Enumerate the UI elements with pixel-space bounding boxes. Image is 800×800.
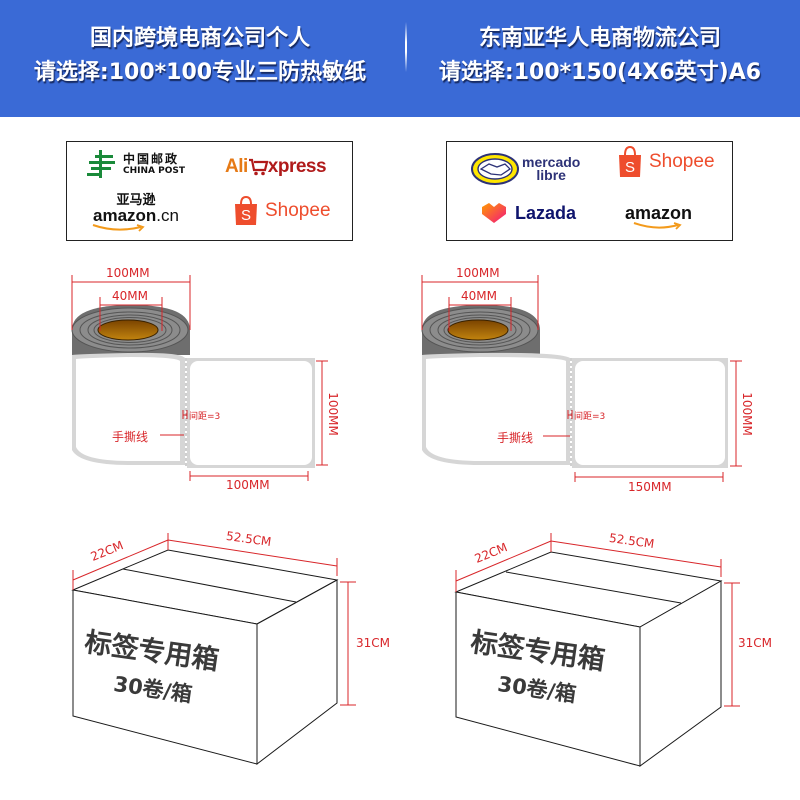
core-diameter-label: 40MM — [461, 289, 497, 303]
lazada-heart-icon — [482, 203, 506, 223]
gap-label: 间距=3 — [189, 412, 221, 422]
logo-box-southeast-asia: mercado libre S Shopee Lazada amazon — [446, 141, 733, 241]
amazon-smile-icon — [633, 222, 682, 230]
logo-box-domestic: 中国邮政 CHINA POST Ali xpress 亚马逊 amazon.cn… — [66, 141, 353, 241]
logo-shopee-right: S Shopee — [617, 146, 715, 178]
header-right-subtitle: 请选择:100*150(4X6英寸)A6 — [438, 60, 762, 85]
logo-china-post: 中国邮政 CHINA POST — [87, 150, 185, 178]
mercado-line2: libre — [536, 167, 566, 183]
logo-shopee-left: S Shopee — [233, 196, 331, 226]
extended-label — [190, 361, 312, 465]
header-left: 国内跨境电商公司个人 请选择:100*100专业三防热敏纸 — [0, 22, 400, 90]
shipping-box-left: 22CM 52.5CM 31CM 标签专用箱 30卷/箱 — [60, 520, 400, 790]
header-right: 东南亚华人电商物流公司 请选择:100*150(4X6英寸)A6 — [400, 22, 800, 90]
header-divider — [405, 22, 407, 72]
logo-aliexpress: Ali xpress — [225, 156, 327, 178]
box-dimension-lines — [455, 533, 740, 707]
shipping-box-right: 22CM 52.5CM 31CM 标签专用箱 30卷/箱 — [440, 520, 790, 790]
header-banner: 国内跨境电商公司个人 请选择:100*100专业三防热敏纸 东南亚华人电商物流公… — [0, 0, 800, 117]
shopee-text: Shopee — [649, 151, 715, 172]
box-outline — [454, 551, 723, 767]
amazon-smile-icon — [92, 224, 145, 232]
roll-label — [426, 357, 566, 461]
shopee-text: Shopee — [265, 200, 331, 221]
china-post-cn: 中国邮政 — [123, 151, 180, 166]
roll-diagram-100x150: 100MM 40MM 间距=3 手撕线 150MM 100MM — [410, 255, 770, 505]
roll-width-label: 100MM — [106, 266, 150, 280]
logo-amazon-cn: 亚马逊 amazon.cn — [92, 193, 179, 232]
logo-mercado-libre: mercado libre — [471, 153, 580, 185]
svg-text:S: S — [241, 207, 251, 224]
roll-core — [97, 319, 159, 341]
header-right-title: 东南亚华人电商物流公司 — [478, 26, 721, 51]
shopee-bag-icon: S — [619, 146, 641, 177]
label-height-label: 100MM — [325, 392, 340, 436]
label-height-label: 100MM — [739, 392, 754, 436]
amazon-text: amazon — [625, 203, 693, 223]
china-post-icon — [87, 150, 115, 178]
logo-amazon: amazon — [625, 204, 692, 230]
header-left-title: 国内跨境电商公司个人 — [89, 26, 310, 51]
mercado-line1: mercado — [522, 154, 581, 170]
lazada-text: Lazada — [515, 202, 577, 223]
dimension-lines — [71, 275, 328, 481]
box-height-label: 31CM — [738, 636, 773, 650]
core-diameter-label: 40MM — [112, 289, 148, 303]
svg-text:S: S — [625, 159, 635, 176]
amazon-cn-word: amazon — [93, 206, 157, 225]
amazon-cn-chinese: 亚马逊 — [116, 193, 156, 208]
header-left-subtitle: 请选择:100*100专业三防热敏纸 — [33, 60, 367, 85]
shopping-cart-icon — [248, 158, 268, 176]
shopee-bag-icon: S — [235, 196, 257, 225]
roll-core — [447, 319, 509, 341]
box-dimension-lines — [72, 533, 356, 706]
tear-line-label: 手撕线 — [497, 431, 534, 445]
extended-label — [575, 361, 725, 465]
amazon-cn-tld: .cn — [156, 206, 179, 225]
box-outline — [71, 549, 339, 766]
gap-label: 间距=3 — [574, 412, 606, 422]
roll-diagram-100x100: 100MM 40MM 间距=3 手撕线 100MM 100MM — [60, 255, 360, 505]
logo-lazada: Lazada — [481, 202, 576, 224]
aliexpress-suffix: xpress — [267, 156, 327, 177]
dimension-lines — [421, 275, 742, 482]
tear-line-label: 手撕线 — [112, 430, 149, 444]
china-post-en: CHINA POST — [123, 165, 185, 176]
roll-label — [76, 357, 180, 461]
label-length-label: 150MM — [628, 480, 672, 494]
handshake-icon — [471, 153, 519, 185]
aliexpress-prefix: Ali — [225, 156, 248, 177]
label-length-label: 100MM — [226, 478, 270, 492]
box-height-label: 31CM — [356, 636, 391, 650]
roll-width-label: 100MM — [456, 266, 500, 280]
